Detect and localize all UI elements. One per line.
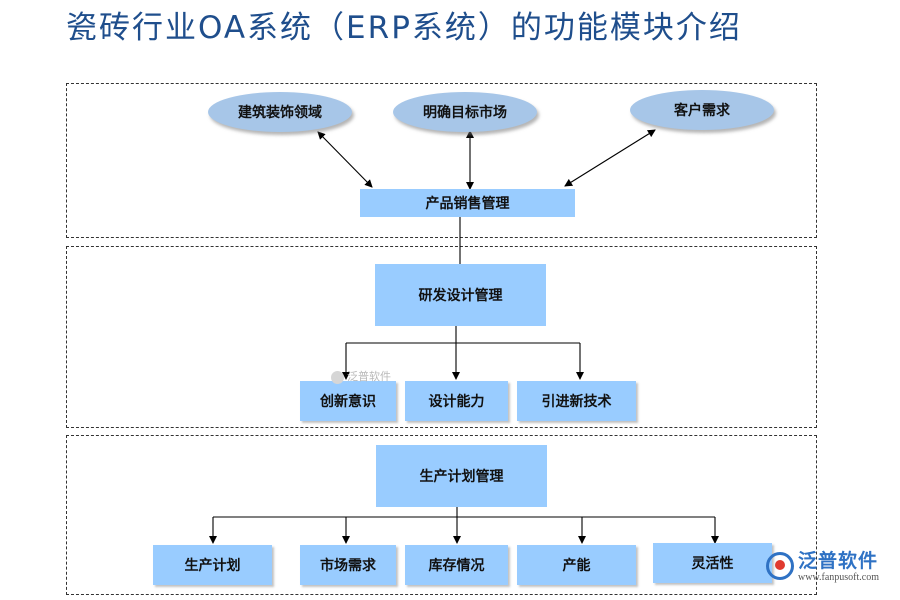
prod-capacity-box: 产能 bbox=[517, 545, 636, 585]
arrow-customer-sales bbox=[564, 129, 656, 187]
input-decoration-domain: 建筑装饰领域 bbox=[208, 92, 352, 132]
sales-section bbox=[66, 83, 817, 238]
rnd-innovation-box: 创新意识 bbox=[300, 381, 396, 421]
sales-management-box: 产品销售管理 bbox=[360, 189, 575, 217]
watermark: 泛普软件 bbox=[331, 368, 391, 384]
prod-flexibility-box: 灵活性 bbox=[653, 543, 772, 583]
prod-plan-box: 生产计划 bbox=[153, 545, 272, 585]
logo-name: 泛普软件 bbox=[798, 550, 879, 572]
watermark-icon bbox=[331, 370, 344, 384]
page-title: 瓷砖行业OA系统（ERP系统）的功能模块介绍 bbox=[66, 10, 742, 46]
fanpusoft-logo: 泛普软件 www.fanpusoft.com bbox=[766, 550, 879, 584]
rnd-management-box: 研发设计管理 bbox=[375, 264, 546, 326]
logo-url: www.fanpusoft.com bbox=[798, 572, 880, 583]
input-customer-demand: 客户需求 bbox=[630, 90, 774, 130]
prod-inventory-box: 库存情况 bbox=[405, 545, 508, 585]
rnd-technology-box: 引进新技术 bbox=[517, 381, 636, 421]
production-section bbox=[66, 435, 817, 595]
logo-icon bbox=[766, 552, 794, 580]
rnd-design-box: 设计能力 bbox=[405, 381, 508, 421]
production-management-box: 生产计划管理 bbox=[376, 445, 547, 507]
prod-market-box: 市场需求 bbox=[300, 545, 396, 585]
rnd-section bbox=[66, 246, 817, 428]
input-target-market: 明确目标市场 bbox=[393, 92, 537, 132]
arrow-domain-sales bbox=[317, 131, 373, 188]
